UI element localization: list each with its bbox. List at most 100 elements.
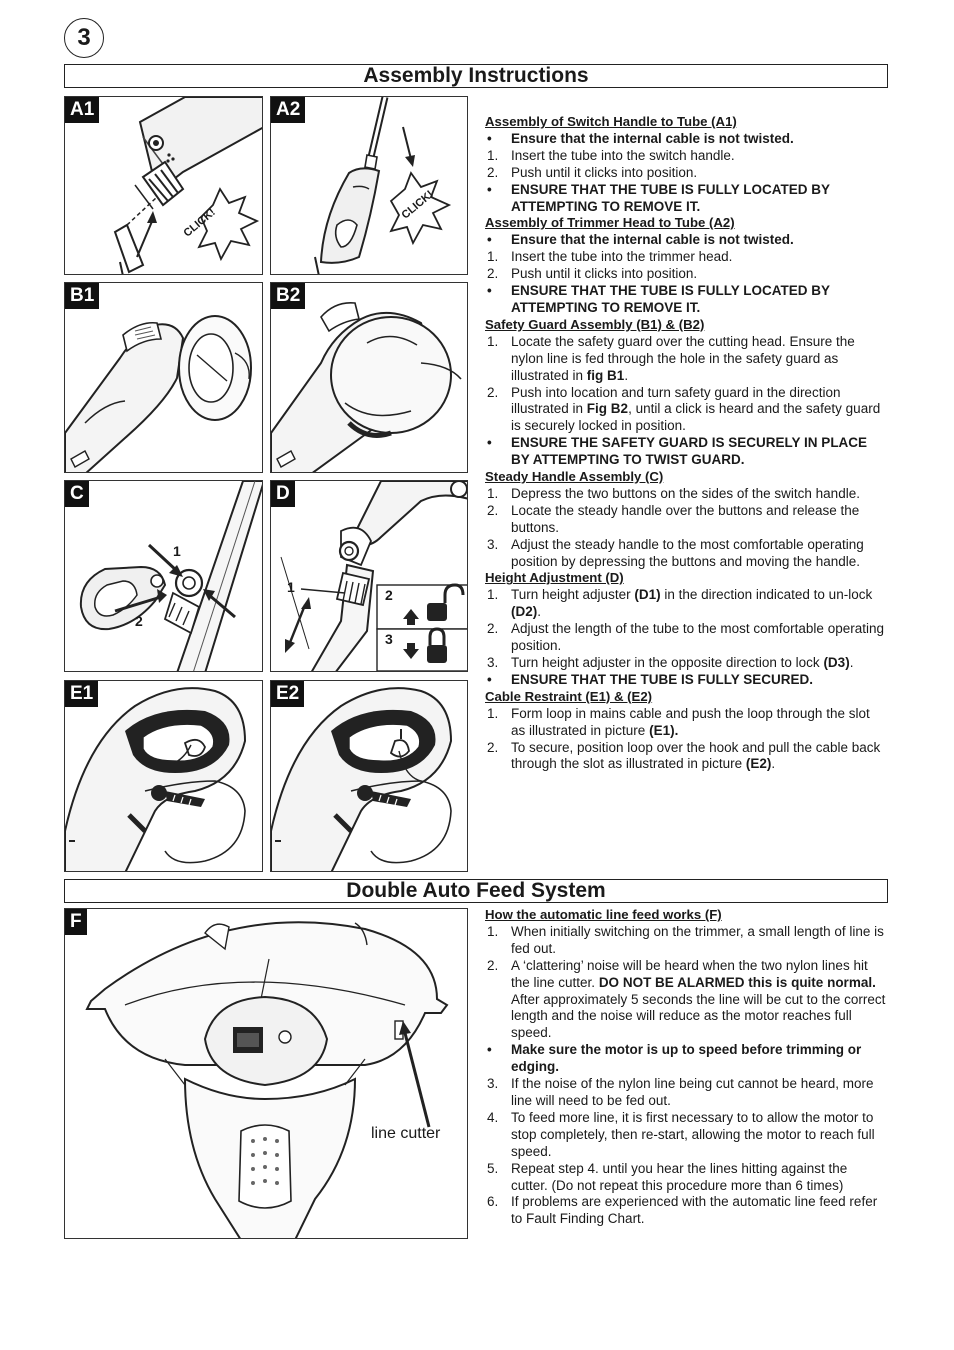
list-marker: 1.	[487, 485, 499, 501]
auto-feed-text: How the automatic line feed works (F) 1.W…	[485, 907, 887, 1228]
emphasis-text: (E2)	[745, 756, 772, 772]
figure-e1-label: E1	[65, 681, 99, 707]
text-segment: Turn height adjuster in the opposite dir…	[511, 655, 824, 670]
numbered-step: 1. Insert the tube into the switch handle…	[485, 148, 887, 165]
list-marker: 2.	[487, 957, 499, 973]
section-heading: Cable Restraint (E1) & (E2)	[485, 688, 653, 704]
list-marker: 5.	[487, 1160, 499, 1176]
list-marker: 6.	[487, 1194, 499, 1210]
list-marker: •	[487, 671, 492, 687]
item-text: Push until it clicks into position.	[511, 164, 698, 180]
figure-a1: A1 CLICK!	[64, 96, 263, 275]
numbered-step: 1.Turn height adjuster (D1) in the direc…	[485, 587, 887, 621]
numbered-step: 5. Repeat step 4. until you hear the line…	[485, 1161, 887, 1195]
list-marker: 3.	[487, 536, 499, 552]
item-text: Form loop in mains cable and push the lo…	[511, 706, 870, 738]
figure-c-illustration	[79, 481, 262, 671]
list-marker: 3.	[487, 655, 499, 670]
item-text: To feed more line, it is first necessary…	[511, 1109, 875, 1159]
figure-b1-illustration	[65, 315, 252, 472]
bullet-item: • ENSURE THAT THE TUBE IS FULLY LOCATED B…	[485, 182, 887, 216]
item-text: Turn height adjuster (D1) in the directi…	[511, 587, 872, 619]
figure-d-callout-1: 1	[287, 579, 295, 595]
figure-d-illustration	[280, 481, 467, 671]
list-marker: 2.	[487, 266, 499, 282]
item-text: Ensure that the internal cable is not tw…	[511, 232, 794, 248]
double-auto-feed-title: Double Auto Feed System	[64, 879, 888, 903]
assembly-instructions-text: Assembly of Switch Handle to Tube (A1)•E…	[485, 114, 887, 773]
bullet-item: • ENSURE THAT THE TUBE IS FULLY SECURED.	[485, 672, 887, 689]
figure-a2-illustration	[314, 97, 452, 274]
figure-d-callout-3: 3	[385, 631, 393, 647]
numbered-step: 3. Adjust the steady handle to the most c…	[485, 537, 887, 571]
item-text: If problems are experienced with the aut…	[511, 1194, 878, 1227]
numbered-step: 1.Locate the safety guard over the cutti…	[485, 334, 887, 385]
figure-b1-label: B1	[65, 283, 100, 309]
section-heading: Height Adjustment (D)	[485, 570, 624, 586]
item-text: Repeat step 4. until you hear the lines …	[511, 1160, 848, 1193]
numbered-step: 2.Push until it clicks into position.	[485, 266, 887, 283]
item-text: Locate the steady handle over the button…	[511, 502, 860, 535]
section-heading: Assembly of Trimmer Head to Tube (A2)	[485, 215, 735, 231]
section-heading: Assembly of Switch Handle to Tube (A1)	[485, 114, 737, 129]
section-heading: Safety Guard Assembly (B1) & (B2)	[485, 316, 705, 332]
item-text: Adjust the steady handle to the most com…	[511, 536, 864, 569]
list-marker: 1.	[487, 147, 499, 163]
text-segment: in the direction indicated to un-lock	[660, 587, 873, 603]
numbered-step: 4. To feed more line, it is first necessa…	[485, 1110, 887, 1161]
bullet-item: •ENSURE THE SAFETY GUARD IS SECURELY IN …	[485, 435, 887, 469]
list-marker: 2.	[487, 384, 499, 400]
item-text: Push into location and turn safety guard…	[511, 385, 880, 434]
item-text: ENSURE THE SAFETY GUARD IS SECURELY IN P…	[511, 435, 868, 468]
bullet-item: •Ensure that the internal cable is not t…	[485, 131, 887, 148]
figure-c: C 1 2	[64, 480, 263, 672]
figure-f-illustration	[85, 921, 449, 1238]
numbered-step: 1.When initially switching on the trimme…	[485, 924, 887, 958]
list-marker: •	[487, 232, 492, 248]
list-marker: 4.	[487, 1109, 499, 1125]
numbered-step: 1.Insert the tube into the trimmer head.	[485, 249, 887, 266]
item-text: If the noise of the nylon line being cut…	[511, 1076, 874, 1108]
list-marker: •	[487, 181, 492, 197]
line-cutter-label: line cutter	[371, 1125, 441, 1142]
assembly-instructions-title: Assembly Instructions	[64, 64, 888, 88]
numbered-step: 1. Depress the two buttons on the sides o…	[485, 486, 887, 503]
list-marker: 1.	[487, 249, 499, 265]
figure-d-callout-2: 2	[385, 587, 393, 603]
list-marker: •	[487, 283, 492, 299]
figure-e1: E1	[64, 680, 263, 872]
figure-c-label: C	[65, 481, 89, 507]
numbered-step: 2.Locate the steady handle over the butt…	[485, 503, 887, 537]
text-segment: Push into location and turn safety guard…	[511, 384, 841, 417]
figure-b2: B2	[270, 282, 468, 473]
figure-e1-illustration	[65, 687, 247, 871]
list-marker: 2.	[487, 621, 499, 637]
item-text: Ensure that the internal cable is not tw…	[511, 130, 794, 146]
figure-a1-illustration	[113, 97, 262, 274]
item-text: When initially switching on the trimmer,…	[511, 923, 884, 956]
figure-d: D 1 2 3	[270, 480, 468, 672]
emphasis-text: DO NOT BE ALARMED this is quite normal.	[598, 974, 876, 990]
list-marker: 1.	[487, 705, 499, 721]
figure-d-label: D	[271, 481, 295, 507]
section-heading: How the automatic line feed works (F)	[485, 907, 722, 922]
page-number: 3	[64, 18, 104, 58]
item-text: ENSURE THAT THE TUBE IS FULLY SECURED.	[511, 671, 814, 687]
figure-b1: B1	[64, 282, 263, 473]
item-text: ENSURE THAT THE TUBE IS FULLY LOCATED BY…	[511, 283, 830, 315]
item-text: ENSURE THAT THE TUBE IS FULLY LOCATED BY…	[511, 181, 830, 214]
list-marker: 2.	[487, 164, 499, 180]
figure-c-callout-2: 2	[135, 613, 143, 629]
text-segment: Turn height adjuster	[511, 587, 635, 603]
text-segment: Locate the safety guard over the cutting…	[511, 333, 855, 383]
figure-b2-label: B2	[271, 283, 306, 309]
text-segment: .	[537, 604, 542, 620]
item-text: Insert the tube into the switch handle.	[511, 147, 735, 163]
text-segment: After approximately 5 seconds the line w…	[511, 991, 886, 1041]
item-text: Adjust the length of the tube to the mos…	[511, 621, 884, 654]
numbered-step: 2.A ‘clattering’ noise will be heard whe…	[485, 958, 887, 1043]
numbered-step: 2.To secure, position loop over the hook…	[485, 740, 887, 774]
text-segment: Form loop in mains cable and push the lo…	[511, 705, 870, 738]
item-text: Depress the two buttons on the sides of …	[511, 485, 860, 501]
text-segment: .	[849, 655, 854, 670]
